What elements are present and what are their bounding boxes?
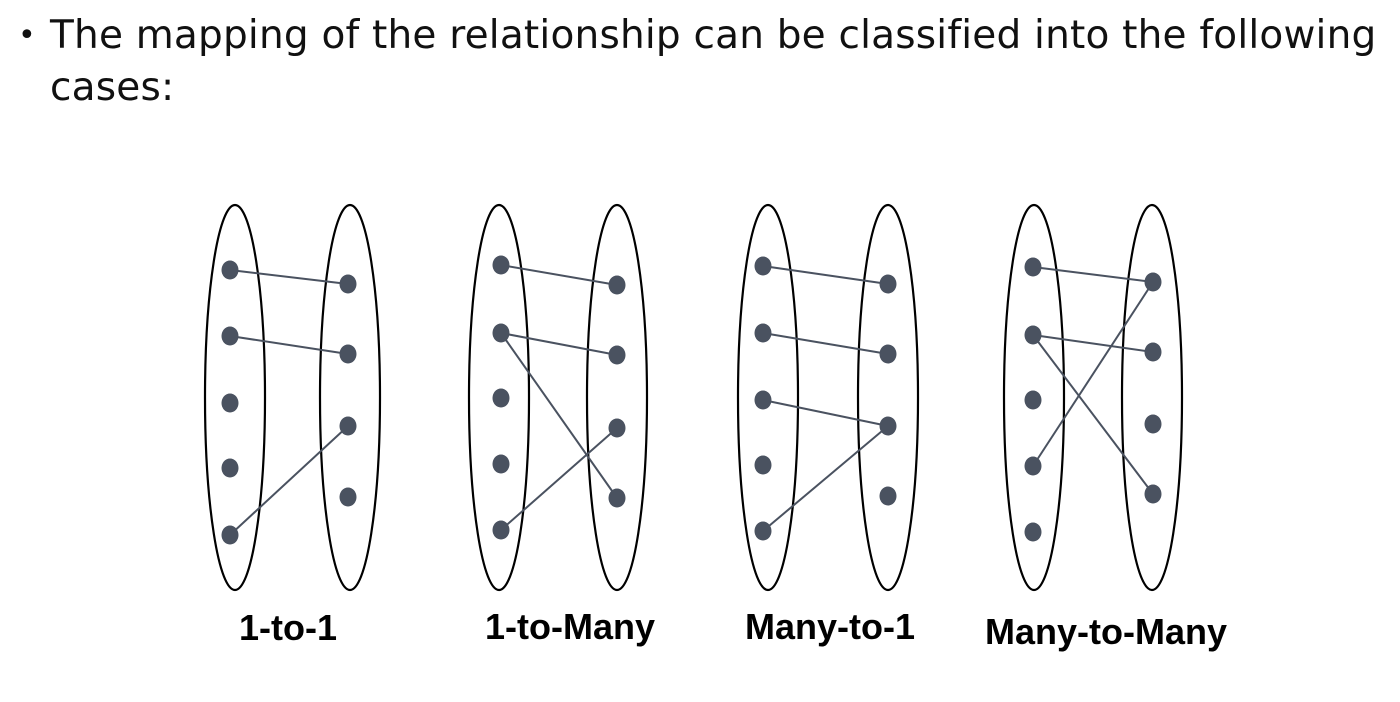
one-to-one-right-node: [339, 274, 357, 294]
many-to-one-edge: [762, 332, 889, 355]
many-to-many-left-node: [1024, 522, 1042, 542]
many-to-many-edge: [1032, 266, 1154, 283]
one-to-many-left-node: [492, 323, 510, 343]
many-to-one-edge: [762, 425, 889, 532]
one-to-one-right-node: [339, 487, 357, 507]
one-to-many-right-node: [608, 275, 626, 295]
many-to-one-right-set: [856, 203, 920, 592]
one-to-many-right-node: [608, 488, 626, 508]
one-to-one-left-node: [221, 326, 239, 346]
one-to-one-edge: [229, 425, 349, 536]
one-to-many-edge: [500, 264, 618, 286]
many-to-one-label: Many-to-1: [745, 606, 915, 647]
one-to-many-right-node: [608, 345, 626, 365]
many-to-many-left-node: [1024, 456, 1042, 476]
many-to-many-left-node: [1024, 390, 1042, 410]
many-to-one-left-node: [754, 256, 772, 276]
one-to-many-right-set: [585, 203, 649, 592]
many-to-one-diagram: Many-to-1: [736, 203, 920, 647]
one-to-one-right-set: [318, 203, 382, 592]
one-to-one-right-node: [339, 344, 357, 364]
many-to-one-right-node: [879, 344, 897, 364]
many-to-many-left-node: [1024, 325, 1042, 345]
many-to-many-right-node: [1144, 272, 1162, 292]
one-to-one-right-node: [339, 416, 357, 436]
many-to-one-right-node: [879, 416, 897, 436]
many-to-one-right-node: [879, 274, 897, 294]
one-to-many-left-node: [492, 454, 510, 474]
many-to-one-left-node: [754, 323, 772, 343]
many-to-one-left-node: [754, 390, 772, 410]
many-to-one-edge: [762, 399, 889, 427]
one-to-one-left-node: [221, 458, 239, 478]
many-to-one-left-set: [736, 203, 800, 592]
one-to-many-left-set: [467, 203, 531, 592]
one-to-one-edge: [229, 335, 349, 355]
many-to-many-left-set: [1002, 203, 1066, 592]
one-to-many-left-node: [492, 388, 510, 408]
many-to-many-edge: [1032, 334, 1154, 495]
one-to-many-label: 1-to-Many: [485, 606, 655, 647]
many-to-one-edge: [762, 265, 889, 285]
one-to-many-edge: [500, 332, 618, 499]
many-to-one-left-node: [754, 455, 772, 475]
one-to-many-left-node: [492, 255, 510, 275]
one-to-one-edge: [229, 269, 349, 285]
many-to-many-right-set: [1120, 203, 1184, 592]
many-to-one-right-node: [879, 486, 897, 506]
one-to-many-right-node: [608, 418, 626, 438]
many-to-many-label: Many-to-Many: [985, 611, 1227, 652]
bullet-text: The mapping of the relationship can be c…: [50, 13, 1377, 110]
bullet-icon: •: [18, 18, 36, 53]
one-to-one-left-node: [221, 525, 239, 545]
one-to-one-label: 1-to-1: [239, 607, 337, 648]
many-to-many-left-node: [1024, 257, 1042, 277]
many-to-many-edge: [1032, 334, 1154, 353]
one-to-one-left-node: [221, 393, 239, 413]
one-to-one-left-node: [221, 260, 239, 280]
bullet-point: • The mapping of the relationship can be…: [18, 10, 1388, 114]
many-to-many-edge: [1032, 281, 1154, 467]
one-to-many-left-node: [492, 520, 510, 540]
one-to-many-edge: [500, 427, 618, 531]
many-to-one-left-node: [754, 521, 772, 541]
one-to-one-diagram: 1-to-1: [203, 203, 382, 648]
one-to-one-left-set: [203, 203, 267, 592]
many-to-many-right-node: [1144, 342, 1162, 362]
one-to-many-diagram: 1-to-Many: [467, 203, 655, 647]
many-to-many-right-node: [1144, 484, 1162, 504]
many-to-many-right-node: [1144, 414, 1162, 434]
one-to-many-edge: [500, 332, 618, 356]
many-to-many-diagram: Many-to-Many: [985, 203, 1227, 652]
